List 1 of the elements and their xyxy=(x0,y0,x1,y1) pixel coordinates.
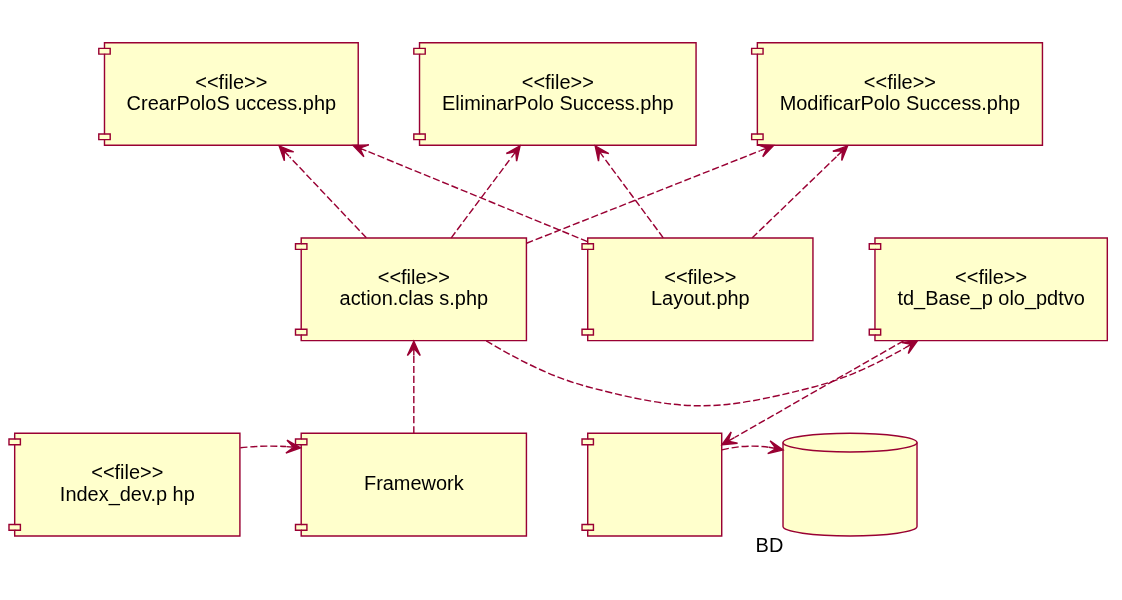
node-label: BD xyxy=(755,533,784,556)
